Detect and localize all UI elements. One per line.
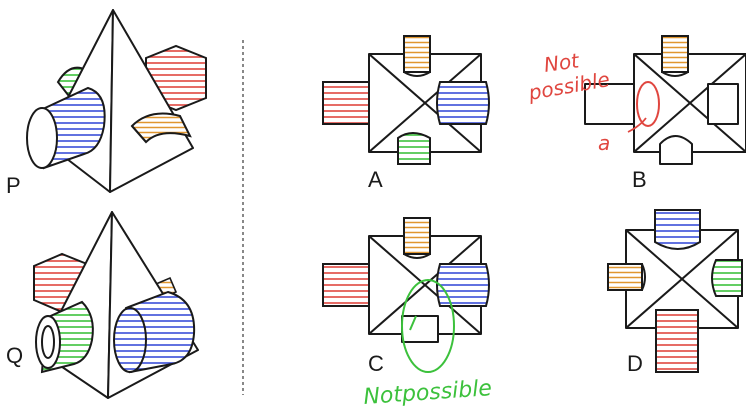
pyramid-p-cylinder-end <box>26 107 58 169</box>
pyramid-p <box>26 9 207 193</box>
label-p: P <box>6 173 21 198</box>
net-b-red-arrow <box>627 117 647 133</box>
label-c: C <box>368 351 384 376</box>
net-c-green-circle <box>401 279 455 373</box>
net-d-orange-channel <box>607 263 643 291</box>
label-q: Q <box>6 343 23 368</box>
net-b-note-line1: Not <box>542 48 581 77</box>
net-a-blue-cylinder <box>436 81 490 125</box>
pyramid-p-blue-cylinder <box>42 86 106 170</box>
net-d <box>607 209 743 373</box>
label-a: A <box>368 167 383 192</box>
pyramid-p-orange-channel <box>130 112 192 144</box>
net-c-note: Notpossible <box>363 376 493 410</box>
net-b-right-box <box>707 83 739 125</box>
pyramid-q <box>33 211 199 399</box>
label-b: B <box>632 167 647 192</box>
net-c-red-box <box>322 263 372 307</box>
net-c-orange-channel <box>403 217 431 255</box>
net-b-bottom-cap <box>659 135 693 165</box>
net-a-red-box <box>322 81 372 125</box>
pyramid-q-tube-inner <box>41 325 55 359</box>
net-d-green-cap <box>711 259 743 297</box>
net-c-bottom-box <box>401 315 439 343</box>
net-c-blue-cylinder <box>436 263 490 307</box>
net-d-blue-cylinder <box>654 209 701 250</box>
pyramid-q-cylinder-end <box>113 307 147 373</box>
pyramid-p-right-face <box>109 9 194 193</box>
net-c <box>322 217 490 373</box>
label-d: D <box>627 351 643 376</box>
net-b-note-mark: a <box>598 131 610 155</box>
net-a <box>322 35 490 165</box>
net-b-orange-channel <box>661 35 689 73</box>
net-a-orange-channel <box>403 35 431 73</box>
net-b <box>584 35 746 165</box>
net-b-red-circle <box>636 81 660 127</box>
pyramid-q-tube-outer <box>35 315 61 369</box>
net-d-red-box <box>655 309 699 373</box>
net-a-green-cap <box>397 132 431 165</box>
